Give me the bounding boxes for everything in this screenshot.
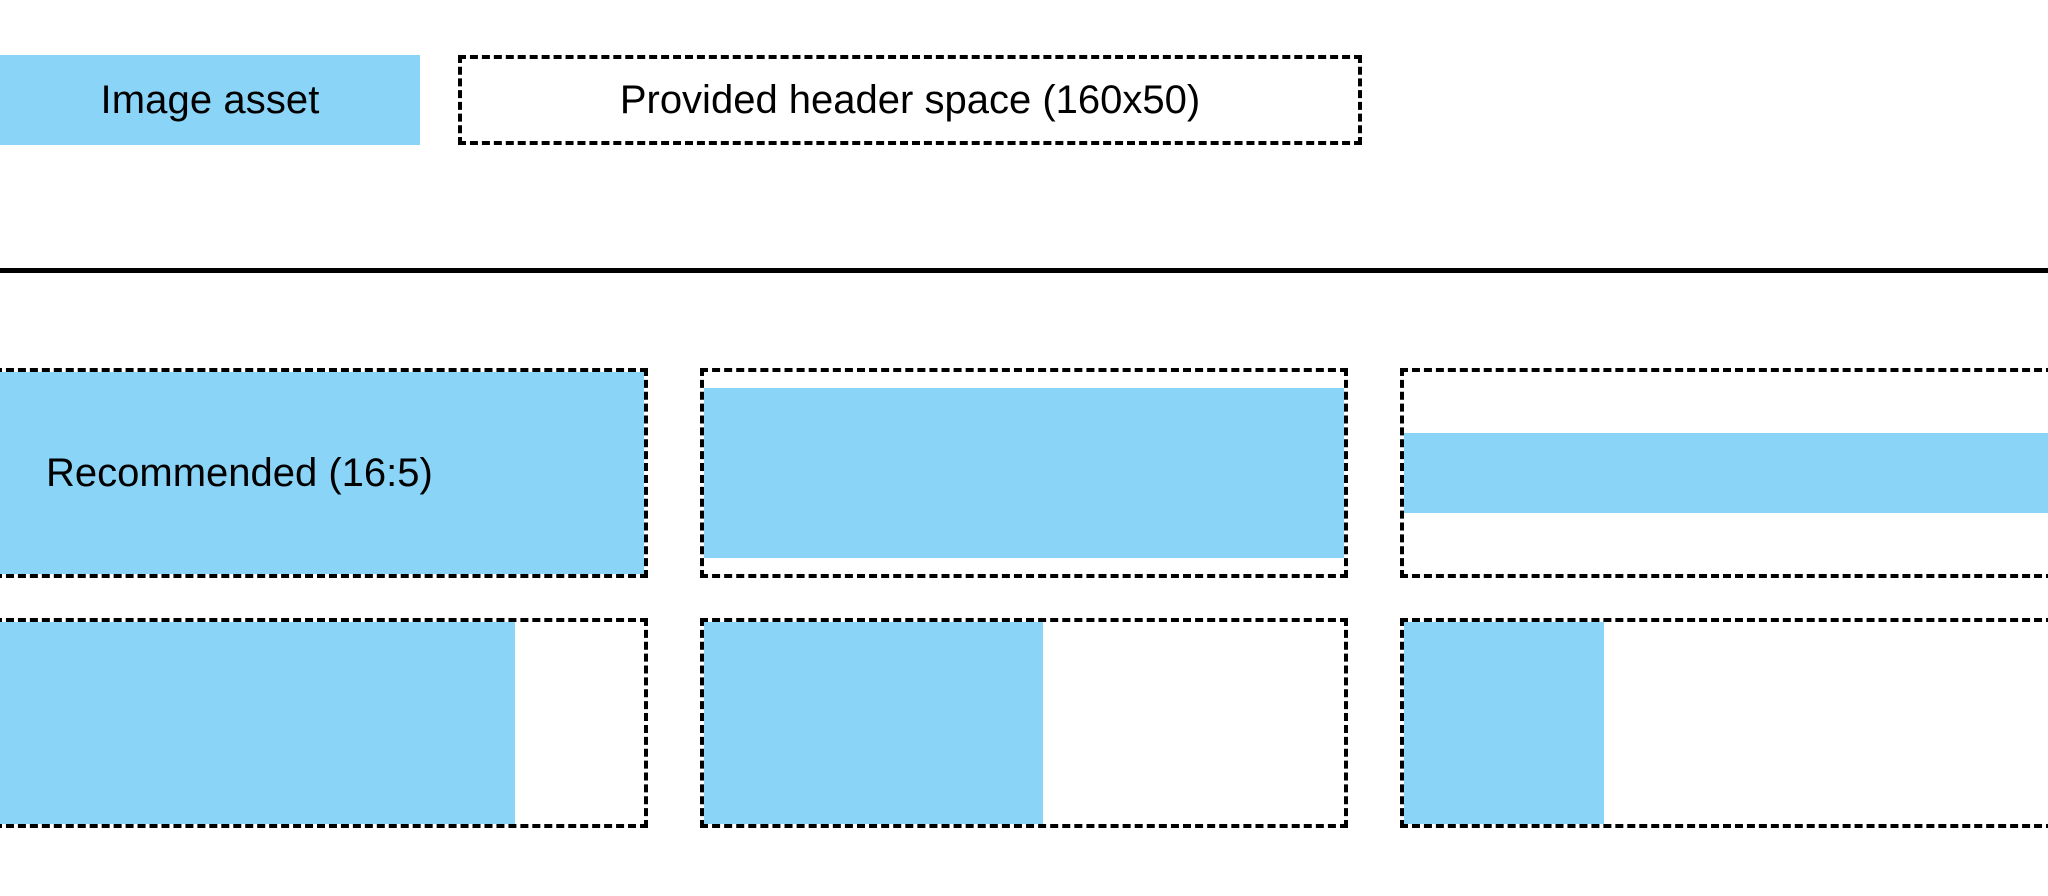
asset-fill-r1c3	[1404, 432, 2048, 514]
asset-fill-r2c1	[0, 622, 515, 824]
image-asset-label: Image asset	[100, 78, 320, 122]
ratio-cell-r2c1	[0, 618, 648, 828]
ratio-example-grid: Recommended (16:5)	[0, 368, 2048, 828]
provided-header-space-label: Provided header space (160x50)	[619, 78, 1201, 122]
image-asset-swatch: Image asset	[0, 55, 420, 145]
ratio-row-1: Recommended (16:5)	[0, 368, 2048, 578]
ratio-cell-r2c3	[1400, 618, 2048, 828]
asset-fill-r2c2	[704, 622, 1044, 824]
asset-fill-r1c1	[0, 372, 644, 574]
provided-header-space-box: Provided header space (160x50)	[458, 55, 1362, 145]
section-divider	[0, 268, 2048, 273]
ratio-cell-r1c1: Recommended (16:5)	[0, 368, 648, 578]
ratio-cell-r2c2	[700, 618, 1348, 828]
asset-fill-r1c2	[704, 388, 1344, 558]
ratio-cell-r1c3	[1400, 368, 2048, 578]
header-row: Image asset Provided header space (160x5…	[0, 55, 2048, 145]
ratio-row-2	[0, 618, 2048, 828]
asset-fill-r2c3	[1404, 622, 1605, 824]
ratio-cell-r1c2	[700, 368, 1348, 578]
